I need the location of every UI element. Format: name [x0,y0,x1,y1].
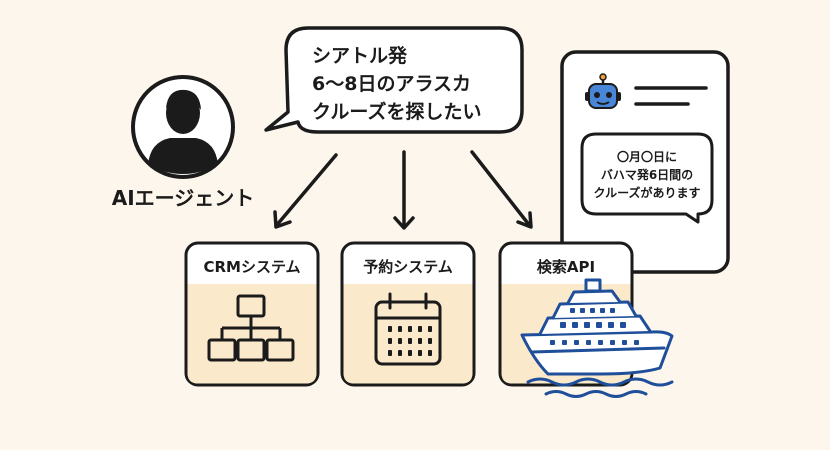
arrow-to-reservation [393,150,415,230]
user-speech-bubble [264,26,524,134]
reply-line-1: 〇月〇日に [617,149,677,164]
arrow-to-crm [273,153,338,229]
reply-bubble [580,132,714,224]
system-box-crm [184,241,320,387]
arrow-to-search-api [470,150,533,229]
calendar-icon [374,292,442,366]
system-label-search-api: 検索API [537,258,595,276]
org-chart-icon [207,294,295,362]
speech-line-1: シアトル発 [312,44,408,67]
speech-line-2: 6〜8日のアラスカ [312,73,471,95]
system-label-reservation: 予約システム [363,258,453,276]
reply-line-2: バハマ発6日間の [601,167,693,182]
reply-panel [560,50,730,274]
robot-icon [585,73,621,109]
person-icon [148,89,218,174]
agent-label: AIエージェント [112,186,255,210]
calendar-grid [388,326,432,356]
cruise-ship-icon [520,278,674,398]
agent-avatar [131,75,235,179]
system-box-reservation [340,241,476,387]
system-label-crm: CRMシステム [203,258,300,276]
speech-line-3: クルーズを探したい [312,100,481,123]
arrows [273,150,533,230]
reply-line-3: クルーズがあります [593,185,700,200]
